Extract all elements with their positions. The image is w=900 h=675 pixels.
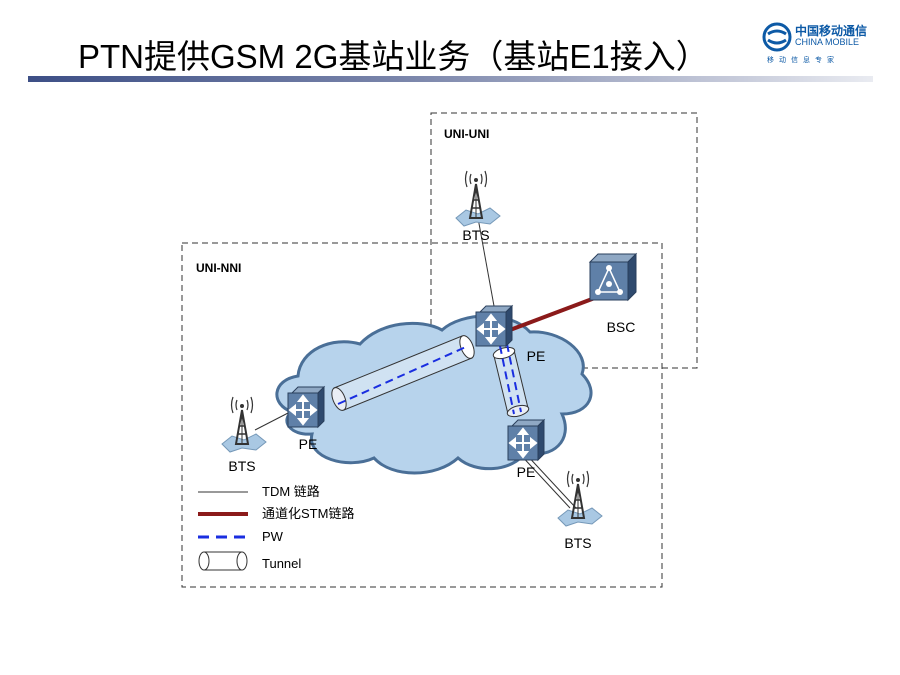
tdm-link-bottom-2 <box>523 451 577 509</box>
legend: TDM 链路 通道化STM链路 PW Tunnel <box>198 484 354 571</box>
tunnel-left-top <box>331 335 475 411</box>
china-mobile-logo-icon <box>762 22 792 52</box>
bts-left-icon <box>221 396 267 453</box>
bts-bottom-label: BTS <box>564 535 591 551</box>
tdm-link-left <box>254 411 291 431</box>
uni-uni-label: UNI-UNI <box>444 127 489 141</box>
logo-english-name: CHINA MOBILE <box>795 37 860 47</box>
pe-top-icon <box>475 305 513 347</box>
stm-link <box>509 294 601 332</box>
tdm-link-bottom-1 <box>517 451 571 509</box>
bts-bottom-icon <box>557 470 603 527</box>
pe-bottom-label: PE <box>517 464 536 480</box>
pe-left-icon <box>287 386 325 428</box>
china-mobile-logo: 中国移动通信 CHINA MOBILE 移动信息专家 <box>762 22 874 68</box>
tdm-link-top <box>477 217 495 307</box>
tunnel-top-bottom <box>492 343 530 418</box>
pe-left-label: PE <box>299 436 318 452</box>
logo-tagline: 移动信息专家 <box>767 57 839 64</box>
bsc-label: BSC <box>607 319 636 335</box>
slide-title: PTN提供GSM 2G基站业务（基站E1接入） <box>78 38 709 75</box>
pe-bottom-icon <box>507 419 545 461</box>
uni-nni-label: UNI-NNI <box>196 261 241 275</box>
bts-top-label: BTS <box>462 227 489 243</box>
uni-nni-region <box>181 242 663 588</box>
legend-tunnel-label: Tunnel <box>262 556 301 571</box>
legend-stm-label: 通道化STM链路 <box>262 506 354 521</box>
logo-chinese-name: 中国移动通信 <box>795 24 868 38</box>
pe-top-label: PE <box>527 348 546 364</box>
bsc-icon <box>588 252 638 302</box>
bts-left-label: BTS <box>228 458 255 474</box>
title-rule <box>28 76 873 82</box>
legend-tdm-label: TDM 链路 <box>262 484 320 499</box>
legend-pw-label: PW <box>262 529 284 544</box>
legend-tunnel-swatch <box>198 551 248 571</box>
bts-top-icon <box>455 170 501 227</box>
